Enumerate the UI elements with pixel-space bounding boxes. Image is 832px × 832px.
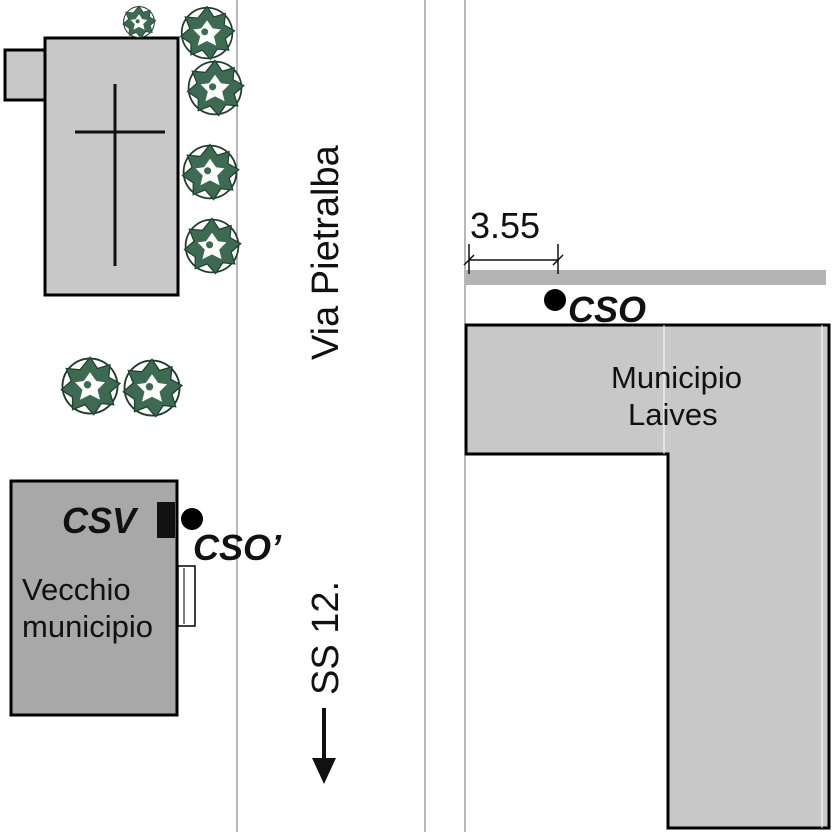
street-label-ss12: SS 12. [305, 581, 347, 695]
old-town-hall-label-line1: Vecchio [22, 572, 131, 607]
tree-icon [183, 217, 242, 275]
church-building [43, 36, 180, 297]
dimension-label: 3.55 [470, 205, 540, 246]
old-town-hall [9, 479, 179, 717]
tree-icon [122, 5, 157, 39]
cso-prime-label: CSO’ [193, 527, 282, 568]
old-town-hall-label-line2: municipio [22, 609, 153, 644]
arrow-down-icon [312, 708, 336, 784]
municipio-label-line2: Laives [628, 397, 718, 432]
cross-icon [75, 84, 165, 266]
csv-label: CSV [62, 500, 139, 541]
tree-icon [181, 143, 240, 201]
tree-icon [60, 356, 121, 416]
street-label-via-pietralba: Via Pietralba [305, 144, 347, 360]
church-annex [3, 48, 49, 102]
tree-icon [186, 59, 245, 117]
municipio-label-line1: Municipio [611, 360, 742, 395]
municipio-building [464, 323, 831, 830]
tree-icon [122, 358, 183, 418]
station-dot-icon [544, 289, 566, 311]
csv-marker [157, 502, 175, 538]
dimension-line [463, 244, 564, 274]
cso-label: CSO [568, 289, 646, 330]
station-dot-icon [181, 508, 203, 530]
entrance-steps [177, 565, 196, 627]
tree-icon [179, 5, 236, 61]
barrier-strip [466, 270, 826, 285]
